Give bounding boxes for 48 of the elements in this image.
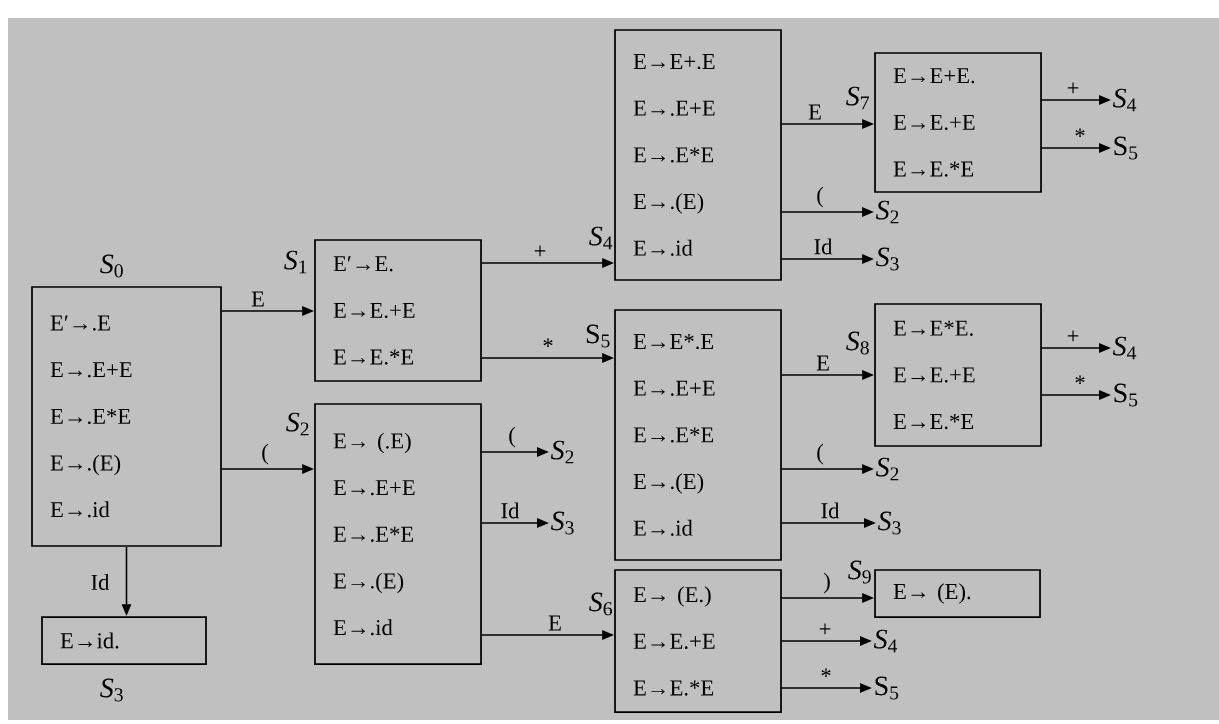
edge-label: * bbox=[1073, 374, 1087, 392]
state-label: S$_{5}$ bbox=[586, 324, 610, 348]
edge-label: Id bbox=[819, 501, 841, 520]
state-label: S$_{2}$ bbox=[550, 440, 574, 464]
edge-label: * bbox=[819, 667, 833, 685]
edge-label: Id bbox=[812, 237, 834, 256]
state-label: S$_{2}$ bbox=[286, 412, 309, 436]
state-label: S$_{4}$ bbox=[589, 226, 613, 250]
state-box: E→E*E. E→E.+E E→E.*E bbox=[874, 303, 1042, 447]
edge-label: + bbox=[1065, 329, 1081, 345]
state-label: S$_{4}$ bbox=[1112, 88, 1137, 112]
state-box: E→E+E. E→E.+E E→E.*E bbox=[874, 52, 1042, 193]
state-label: S$_{0}$ bbox=[100, 254, 123, 278]
state-label: S$_{3}$ bbox=[100, 678, 123, 702]
edge-label: ( bbox=[814, 442, 826, 466]
state-box: E→E*.E E→.E+E E→.E*E E→.(E) E→.id bbox=[614, 309, 782, 561]
edge-label: + bbox=[817, 622, 833, 638]
edge-label: + bbox=[1065, 81, 1081, 97]
state-label: S$_{9}$ bbox=[848, 560, 871, 584]
state-box: E→ (.E) E→.E+E E→.E*E E→.(E) E→.id bbox=[314, 403, 482, 665]
state-label: S$_{6}$ bbox=[589, 592, 612, 616]
edge-label: * bbox=[541, 337, 555, 355]
state-label: S$_{1}$ bbox=[284, 250, 307, 274]
state-label: S$_{8}$ bbox=[846, 331, 869, 355]
edge-label: + bbox=[532, 244, 548, 260]
state-label: S$_{3}$ bbox=[550, 511, 574, 535]
edge-label: ( bbox=[506, 425, 518, 449]
state-box: E→ (E). bbox=[874, 569, 1041, 618]
state-label: S$_{2}$ bbox=[875, 457, 899, 481]
state-box: E′→E. E→E.+E E→E.*E bbox=[314, 239, 482, 382]
state-label: S$_{3}$ bbox=[877, 511, 901, 535]
state-box: E→ (E.) E→E.+E E→E.*E bbox=[614, 569, 782, 713]
state-box: E→E+.E E→.E+E E→.E*E E→.(E) E→.id bbox=[614, 29, 782, 281]
edge-label: ( bbox=[259, 442, 271, 466]
edge-label: * bbox=[1073, 127, 1087, 145]
edge-label: ) bbox=[821, 571, 833, 595]
edge-label: Id bbox=[499, 501, 521, 520]
state-label: S$_{4}$ bbox=[873, 629, 898, 653]
state-box: E→id. bbox=[41, 616, 207, 665]
state-label: S$_{2}$ bbox=[875, 200, 899, 224]
state-label: S$_{4}$ bbox=[1112, 336, 1137, 360]
edge-label: ( bbox=[814, 185, 826, 209]
state-box: E′→.E E→.E+E E→.E*E E→.(E) E→.id bbox=[31, 286, 222, 547]
state-label: S$_{3}$ bbox=[875, 247, 899, 271]
state-label: S$_{5}$ bbox=[875, 676, 899, 700]
state-label: S$_{7}$ bbox=[846, 86, 869, 110]
state-label: S$_{5}$ bbox=[1114, 383, 1138, 407]
state-label: S$_{5}$ bbox=[1114, 136, 1138, 160]
